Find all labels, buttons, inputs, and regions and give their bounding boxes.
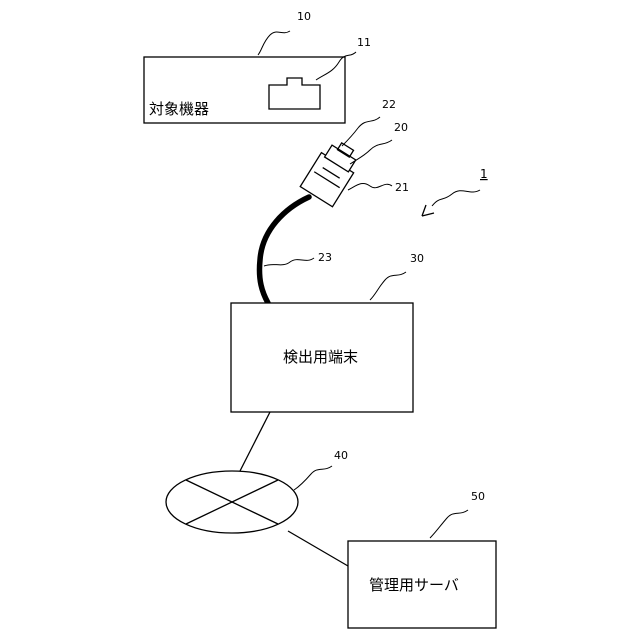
system-reference: 1 [422,167,488,216]
detection-terminal-leader [370,272,406,300]
target-device-leader [258,31,290,55]
cable-line [259,197,309,303]
port-ref: 11 [357,36,371,49]
management-server: 管理用サーバ 50 [348,490,496,628]
network-ref: 40 [334,449,348,462]
network: 40 [166,412,348,566]
detection-terminal-label: 検出用端末 [283,348,358,366]
connector-leader [350,140,392,164]
terminal-network-link [240,412,270,471]
management-server-label: 管理用サーバ [369,576,459,594]
target-device: 対象機器 10 [144,10,345,123]
connector-ref: 20 [394,121,408,134]
network-leader [294,466,332,490]
system-ref-label: 1 [480,167,488,181]
management-server-ref: 50 [471,490,485,503]
connector-tip-leader [342,117,380,146]
management-server-leader [430,510,468,538]
cable: 23 [259,197,332,303]
cable-leader [264,258,314,266]
target-device-ref: 10 [297,10,311,23]
system-ref-arrowhead [422,205,434,216]
connector-tip-ref: 22 [382,98,396,111]
network-server-link [288,531,348,566]
connector-body-leader [348,183,392,190]
system-ref-leader [432,190,480,206]
target-device-label: 対象機器 [149,100,209,118]
connector-body-ref: 21 [395,181,409,194]
detection-terminal-ref: 30 [410,252,424,265]
cable-ref: 23 [318,251,332,264]
